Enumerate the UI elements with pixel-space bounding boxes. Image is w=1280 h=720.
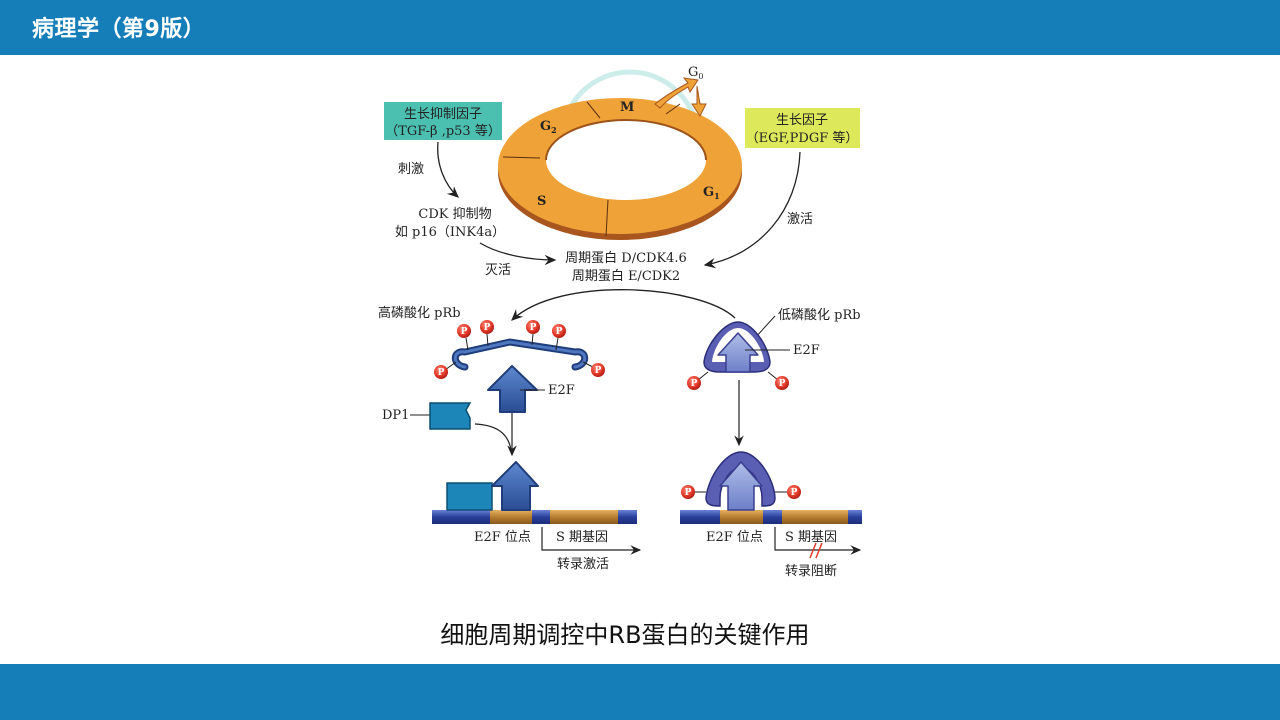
footer-bar bbox=[0, 664, 1280, 720]
e2f-protein-bound-left bbox=[491, 461, 539, 511]
inactivate-arrow bbox=[479, 242, 557, 266]
svg-text:P: P bbox=[484, 323, 491, 333]
s-phase-gene-label-right: S 期基因 bbox=[785, 530, 837, 545]
hypophosphorylated-prb-bound bbox=[694, 451, 787, 511]
dp1-binding-arrow bbox=[474, 423, 512, 451]
svg-text:P: P bbox=[691, 379, 698, 389]
transcription-activated-label: 转录激活 bbox=[557, 557, 609, 572]
figure-caption: 细胞周期调控中RB蛋白的关键作用 bbox=[0, 615, 1280, 650]
growth-factor-box bbox=[745, 108, 860, 148]
transcription-arrow-left bbox=[541, 527, 642, 555]
growth-inhibitor-title: 生长抑制因子 bbox=[404, 107, 482, 122]
phase-g2-label: G2 bbox=[540, 119, 557, 135]
cyclin-e-cdk2: 周期蛋白 E/CDK2 bbox=[572, 268, 680, 284]
hyperphosphorylated-prb bbox=[444, 333, 596, 371]
cyclin-d-cdk46: 周期蛋白 D/CDK4.6 bbox=[565, 250, 687, 266]
stimulate-label: 刺激 bbox=[398, 162, 424, 177]
e2f-site-label-left: E2F 位点 bbox=[474, 530, 531, 545]
svg-text:P: P bbox=[791, 488, 798, 498]
hypophosphorylated-prb-label: 低磷酸化 pRb bbox=[778, 308, 861, 323]
phosphate-groups-right: P P bbox=[687, 376, 789, 390]
transcription-blocked-label: 转录阻断 bbox=[785, 564, 837, 579]
svg-text:P: P bbox=[556, 327, 563, 337]
dna-strand-right bbox=[680, 510, 862, 524]
blocked-symbol bbox=[809, 542, 823, 559]
cell-cycle-ring bbox=[498, 98, 742, 240]
activate-label: 激活 bbox=[787, 212, 813, 227]
dp1-bound bbox=[446, 482, 493, 511]
svg-text:P: P bbox=[461, 327, 468, 337]
phase-g1-label: G1 bbox=[703, 185, 720, 201]
g0-exit-arrows bbox=[654, 77, 707, 117]
dp1-label: DP1 bbox=[382, 408, 409, 423]
growth-inhibitor-box bbox=[384, 102, 502, 140]
e2f-protein-free bbox=[487, 365, 538, 413]
header-bar: 病理学（第9版） bbox=[0, 0, 1280, 55]
phase-g0-label: G0 bbox=[688, 65, 703, 81]
stimulate-arrow bbox=[437, 141, 459, 198]
svg-text:P: P bbox=[438, 368, 445, 378]
transcription-arrow-right bbox=[774, 527, 862, 555]
dna-strand-left bbox=[432, 510, 637, 524]
e2f-site-label-right: E2F 位点 bbox=[706, 530, 763, 545]
svg-text:P: P bbox=[595, 366, 602, 376]
cdk-inhibitor-line2: 如 p16（INK4a） bbox=[395, 224, 505, 240]
hypophosphorylated-prb-complex bbox=[703, 321, 771, 373]
phosphate-groups-right-bound: P P bbox=[681, 485, 801, 499]
cdk-inhibitor-line1: CDK 抑制物 bbox=[418, 207, 491, 222]
phase-s-label: S bbox=[537, 194, 546, 209]
growth-factor-examples: （EGF,PDGF 等） bbox=[746, 130, 859, 146]
phosphate-groups-left: P P P P P P bbox=[434, 320, 605, 379]
s-phase-gene-label-left: S 期基因 bbox=[556, 530, 608, 545]
phosphorylation-arrow bbox=[511, 289, 736, 321]
dp1-protein bbox=[429, 402, 472, 430]
e2f-label-left: E2F bbox=[548, 383, 575, 398]
e2f-label-right: E2F bbox=[793, 343, 820, 358]
hyperphosphorylated-prb-label: 高磷酸化 pRb bbox=[378, 305, 461, 321]
inactivate-label: 灭活 bbox=[485, 263, 511, 278]
phase-m-label: M bbox=[620, 100, 634, 115]
svg-text:P: P bbox=[685, 488, 692, 498]
growth-factor-title: 生长因子 bbox=[776, 113, 828, 128]
activate-arrow bbox=[703, 151, 801, 269]
figure-caption-text: 细胞周期调控中RB蛋白的关键作用 bbox=[440, 621, 810, 649]
svg-text:P: P bbox=[779, 379, 786, 389]
header-title: 病理学（第9版） bbox=[32, 17, 206, 42]
growth-inhibitor-examples: （TGF-β ,p53 等） bbox=[385, 123, 501, 139]
svg-text:P: P bbox=[530, 323, 537, 333]
